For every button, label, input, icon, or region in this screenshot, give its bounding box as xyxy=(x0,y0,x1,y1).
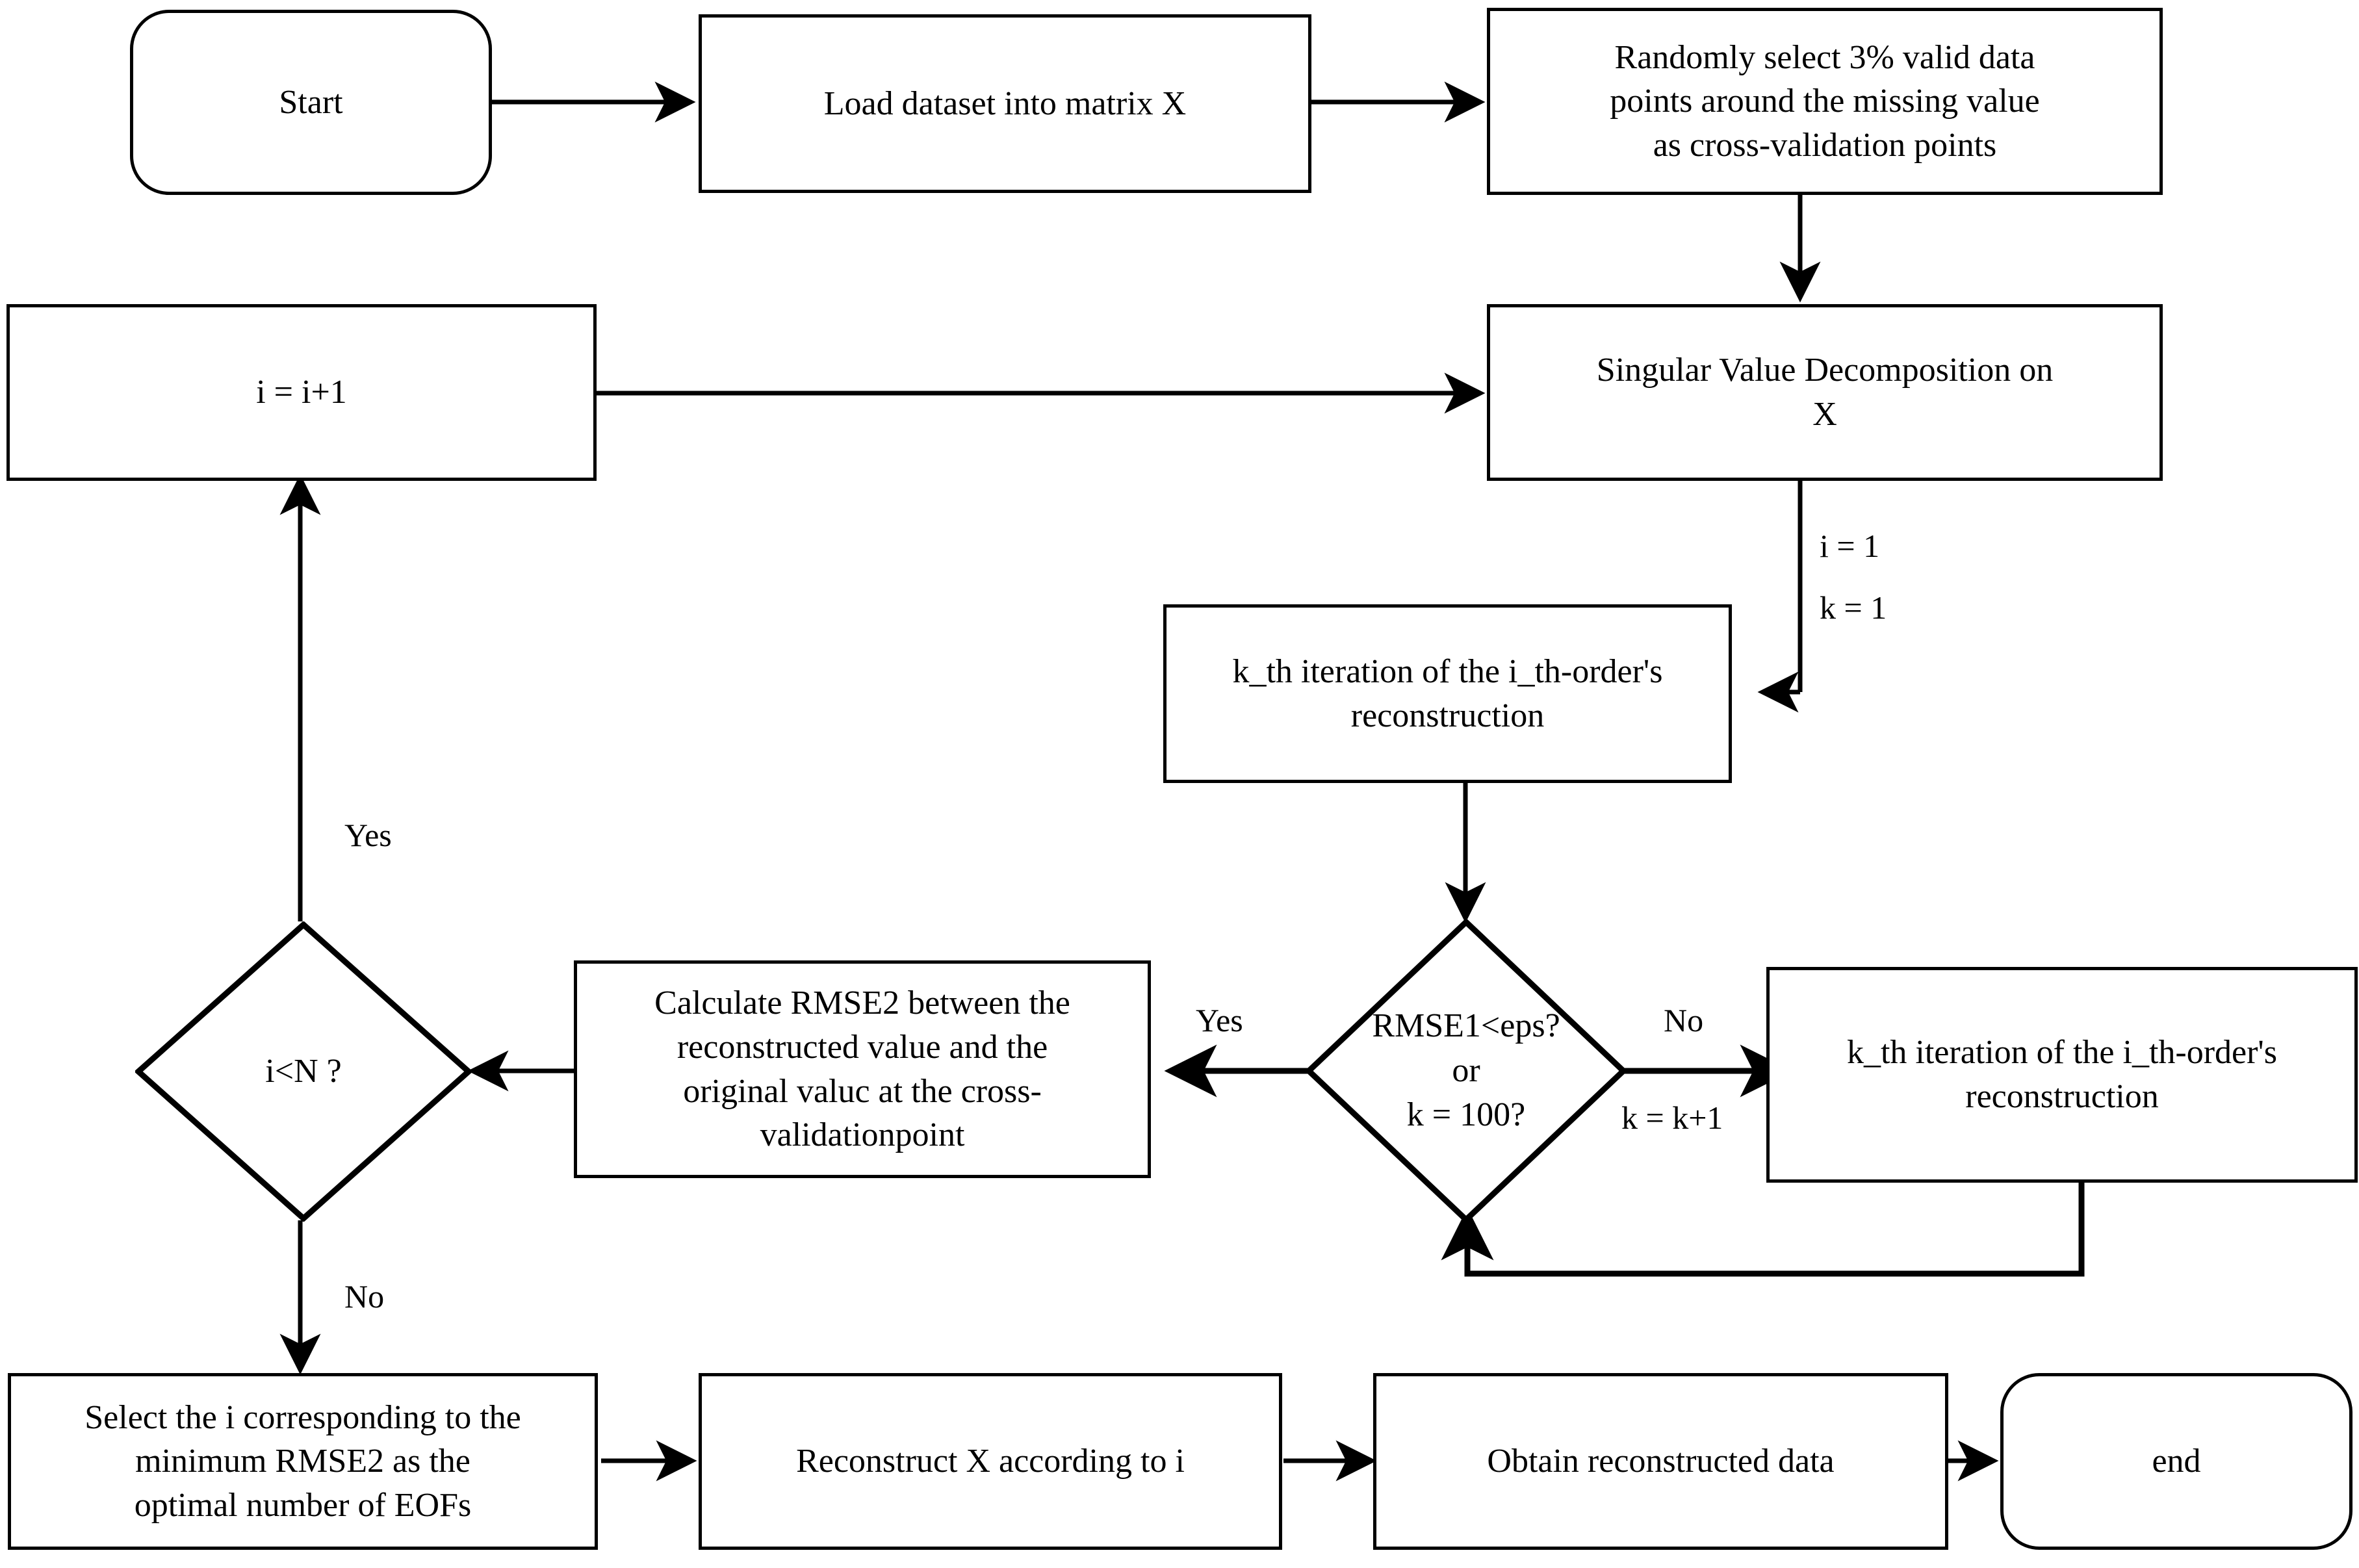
node-reconstruct-x-label: Reconstruct X according to i xyxy=(796,1443,1185,1480)
edge-svd-to-kth-main xyxy=(1757,481,1803,713)
node-calculate-rmse2-label: Calculate RMSE2 between the reconstructe… xyxy=(654,984,1070,1154)
node-select-optimal-i-label: Select the i corresponding to the minimu… xyxy=(84,1398,521,1524)
node-kth-iteration-main-label: k_th iteration of the i_th-order's recon… xyxy=(1232,652,1663,734)
node-i-less-n-decision[interactable]: i<N ? xyxy=(135,921,472,1222)
edge-label-i-less-n-yes: Yes xyxy=(344,817,392,853)
edge-label-init-k: k = 1 xyxy=(1820,589,1887,626)
node-load-dataset[interactable]: Load dataset into matrix X xyxy=(699,14,1311,193)
node-end[interactable]: end xyxy=(2000,1373,2353,1550)
edge-label-rmse1-yes: Yes xyxy=(1196,1002,1243,1038)
node-obtain-data-label: Obtain reconstructed data xyxy=(1487,1443,1835,1480)
edge-label-init-i: i = 1 xyxy=(1820,528,1880,564)
node-svd-label: Singular Value Decomposition on X xyxy=(1596,352,2054,433)
node-load-dataset-label: Load dataset into matrix X xyxy=(823,84,1187,122)
node-start-label: Start xyxy=(279,83,343,121)
node-kth-iteration-retry-label: k_th iteration of the i_th-order's recon… xyxy=(1846,1034,2278,1115)
node-start[interactable]: Start xyxy=(130,10,492,195)
node-kth-iteration-main[interactable]: k_th iteration of the i_th-order's recon… xyxy=(1163,604,1732,783)
node-rmse1-decision[interactable]: RMSE1<eps? or k = 100? xyxy=(1305,918,1627,1224)
node-obtain-data[interactable]: Obtain reconstructed data xyxy=(1373,1373,1948,1550)
node-svd[interactable]: Singular Value Decomposition on X xyxy=(1487,304,2163,481)
node-rmse1-decision-label: RMSE1<eps? or k = 100? xyxy=(1372,1007,1560,1134)
edge-label-rmse1-no: No xyxy=(1664,1002,1704,1038)
node-increment-i[interactable]: i = i+1 xyxy=(6,304,597,481)
node-reconstruct-x[interactable]: Reconstruct X according to i xyxy=(699,1373,1282,1550)
edge-label-increment-k: k = k+1 xyxy=(1621,1099,1723,1136)
node-select-optimal-i[interactable]: Select the i corresponding to the minimu… xyxy=(8,1373,598,1550)
node-calculate-rmse2[interactable]: Calculate RMSE2 between the reconstructe… xyxy=(574,960,1151,1178)
node-end-label: end xyxy=(2152,1443,2201,1480)
node-increment-i-label: i = i+1 xyxy=(256,374,347,411)
node-kth-iteration-retry[interactable]: k_th iteration of the i_th-order's recon… xyxy=(1766,967,2358,1183)
node-select-cv-points[interactable]: Randomly select 3% valid data points aro… xyxy=(1487,8,2163,195)
node-i-less-n-decision-label: i<N ? xyxy=(265,1052,342,1090)
edge-label-i-less-n-no: No xyxy=(344,1278,385,1315)
node-select-cv-points-label: Randomly select 3% valid data points aro… xyxy=(1610,38,2040,164)
